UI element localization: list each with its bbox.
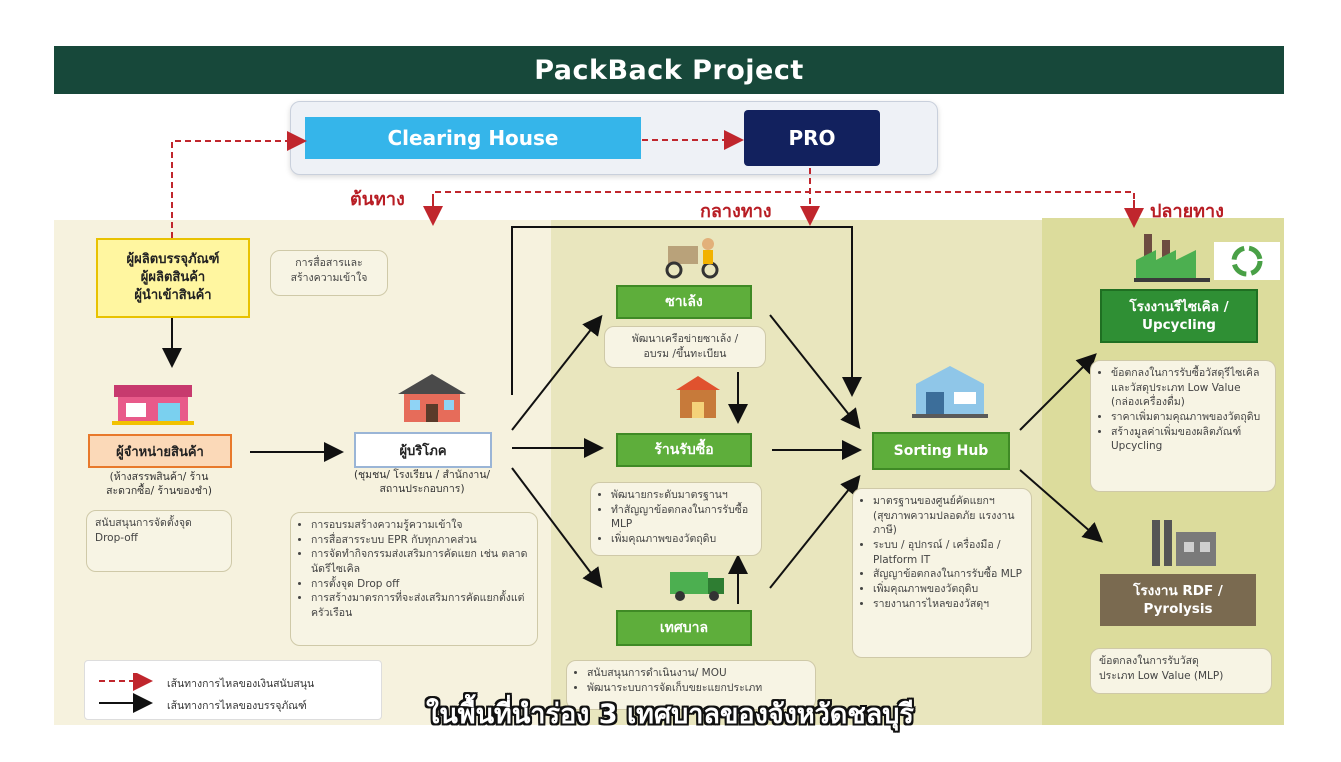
warehouse-icon — [912, 366, 988, 418]
sorting-hub-label: Sorting Hub — [872, 432, 1010, 470]
consumer-note-item: การสร้างมาตรการที่จะส่งเสริมการคัดแยกตั้… — [311, 591, 529, 620]
shop-note-item: ทำสัญญาข้อตกลงในการรับซื้อ MLP — [611, 503, 753, 532]
retailer-caption: (ห้างสรรพสินค้า/ ร้าน สะดวกซื้อ/ ร้านของ… — [106, 471, 212, 498]
recycling-notes: ข้อตกลงในการรับซื้อวัสดุรีไซเคิล และวัสด… — [1090, 360, 1276, 492]
legend: เส้นทางการไหลของเงินสนับสนุน เส้นทางการไ… — [84, 660, 382, 720]
municipality-note-item: สนับสนุนการดำเนินงาน/ MOU — [587, 666, 807, 681]
recycling-label: โรงงานรีไซเคิล / Upcycling — [1100, 289, 1258, 343]
page-title: PackBack Project — [54, 46, 1284, 94]
consumer-caption: (ชุมชน/ โรงเรียน / สำนักงาน/ สถานประกอบก… — [353, 469, 491, 496]
rdf-note: ข้อตกลงในการรับวัสดุ ประเภท Low Value (M… — [1090, 648, 1272, 694]
consumer-note-item: การสื่อสารระบบ EPR กับทุกภาคส่วน — [311, 533, 529, 548]
dashed-distribution — [432, 191, 1135, 222]
sorting-hub-note-item: รายงานการไหลของวัสดุฯ — [873, 597, 1023, 612]
legend-dashed-label: เส้นทางการไหลของเงินสนับสนุน — [167, 678, 315, 690]
legend-swatches — [99, 673, 153, 713]
shop-icon — [676, 376, 720, 418]
sorting-hub-note-item: มาตรฐานของศูนย์คัดแยกฯ (สุขภาพความปลอดภั… — [873, 494, 1023, 538]
sorting-hub-notes: มาตรฐานของศูนย์คัดแยกฯ (สุขภาพความปลอดภั… — [852, 488, 1032, 658]
saleng-label: ซาเล้ง — [616, 285, 752, 319]
garbage-truck-icon — [670, 572, 724, 601]
tricycle-icon — [665, 238, 719, 279]
municipality-label: เทศบาล — [616, 610, 752, 646]
recycling-note-item: ราคาเพิ่มตามคุณภาพของวัตถุดิบ — [1111, 410, 1267, 425]
video-subtitle: ในพื้นที่นำร่อง 3 เทศบาลของจังหวัดชลบุรี — [426, 699, 914, 730]
recycling-note-item: สร้างมูลค่าเพิ่มของผลิตภัณฑ์ Upcycling — [1111, 425, 1267, 454]
legend-solid-label: เส้นทางการไหลของบรรจุภัณฑ์ — [167, 700, 307, 712]
factory-icon — [1134, 234, 1210, 282]
recycling-note-item: ข้อตกลงในการรับซื้อวัสดุรีไซเคิล และวัสด… — [1111, 366, 1267, 410]
house-icon — [398, 374, 466, 422]
shop-notes: พัฒนายกระดับมาตรฐานฯ ทำสัญญาข้อตกลงในการ… — [590, 482, 762, 556]
stage-midstream: กลางทาง — [700, 201, 772, 222]
municipality-note-item: พัฒนาระบบการจัดเก็บขยะแยกประเภท — [587, 681, 807, 696]
sorting-hub-note-item: ระบบ / อุปกรณ์ / เครื่องมือ / Platform I… — [873, 538, 1023, 567]
producers-box: ผู้ผลิตบรรจุภัณฑ์ ผู้ผลิตสินค้า ผู้นำเข้… — [96, 238, 250, 318]
stage-upstream: ต้นทาง — [350, 189, 405, 210]
retailer-label: ผู้จำหน่ายสินค้า — [88, 434, 232, 468]
store-icon — [112, 385, 194, 425]
shop-label: ร้านรับซื้อ — [616, 433, 752, 467]
saleng-note: พัฒนาเครือข่ายซาเล้ง / อบรม /ขึ้นทะเบียน — [604, 326, 766, 368]
clearing-house-box: Clearing House — [305, 117, 641, 159]
dashed-producer-to-clearing — [171, 131, 307, 238]
municipality-notes: สนับสนุนการดำเนินงาน/ MOU พัฒนาระบบการจั… — [566, 660, 816, 710]
stage-downstream: ปลายทาง — [1150, 201, 1224, 222]
retailer-note: สนับสนุนการจัดตั้งจุด Drop-off — [86, 510, 232, 572]
shop-note-item: พัฒนายกระดับมาตรฐานฯ — [611, 488, 753, 503]
sorting-hub-note-item: เพิ่มคุณภาพของวัตถุดิบ — [873, 582, 1023, 597]
consumer-note-item: การตั้งจุด Drop off — [311, 577, 529, 592]
pro-box: PRO — [744, 110, 880, 166]
consumer-note-item: การอบรมสร้างความรู้ความเข้าใจ — [311, 518, 529, 533]
shop-note-item: เพิ่มคุณภาพของวัตถุดิบ — [611, 532, 753, 547]
rdf-label: โรงงาน RDF / Pyrolysis — [1100, 574, 1256, 626]
consumer-note-item: การจัดทำกิจกรรมส่งเสริมการคัดแยก เช่น ตล… — [311, 547, 529, 576]
producers-note: การสื่อสารและ สร้างความเข้าใจ — [270, 250, 388, 296]
consumer-notes: การอบรมสร้างความรู้ความเข้าใจ การสื่อสาร… — [290, 512, 538, 646]
rdf-plant-icon — [1152, 520, 1216, 566]
recycle-icon — [1214, 242, 1280, 280]
sorting-hub-note-item: สัญญาข้อตกลงในการรับซื้อ MLP — [873, 567, 1023, 582]
consumer-label: ผู้บริโภค — [354, 432, 492, 468]
